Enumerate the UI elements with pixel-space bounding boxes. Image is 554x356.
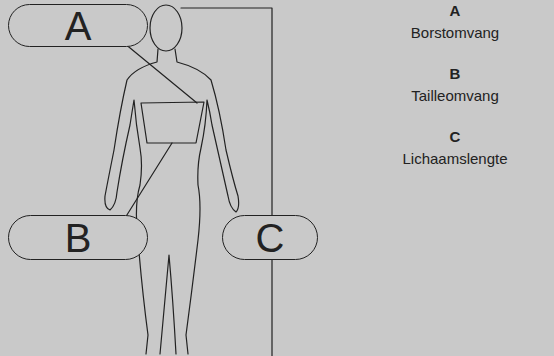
legend-key: A — [355, 2, 554, 19]
body-outline — [175, 49, 239, 354]
callout-pill: A — [8, 4, 148, 47]
measurement-name: Borstomvang — [355, 24, 554, 41]
leader-line — [124, 43, 197, 103]
length-line — [181, 8, 272, 356]
measurement-name: Tailleomvang — [355, 87, 554, 104]
callout-letter: C — [256, 218, 285, 258]
chest-band — [141, 102, 204, 143]
legend-key: C — [355, 128, 554, 145]
callout-letter: B — [65, 218, 92, 258]
callout-pill: C — [222, 215, 318, 260]
leader-line — [120, 143, 172, 226]
legend-key: B — [355, 65, 554, 82]
body-outline — [105, 49, 158, 354]
callout-letter: A — [65, 6, 92, 46]
leg-inner — [160, 255, 176, 354]
head-outline — [150, 5, 182, 51]
callout-pill: B — [8, 215, 148, 260]
measurement-name: Lichaamslengte — [355, 150, 554, 167]
